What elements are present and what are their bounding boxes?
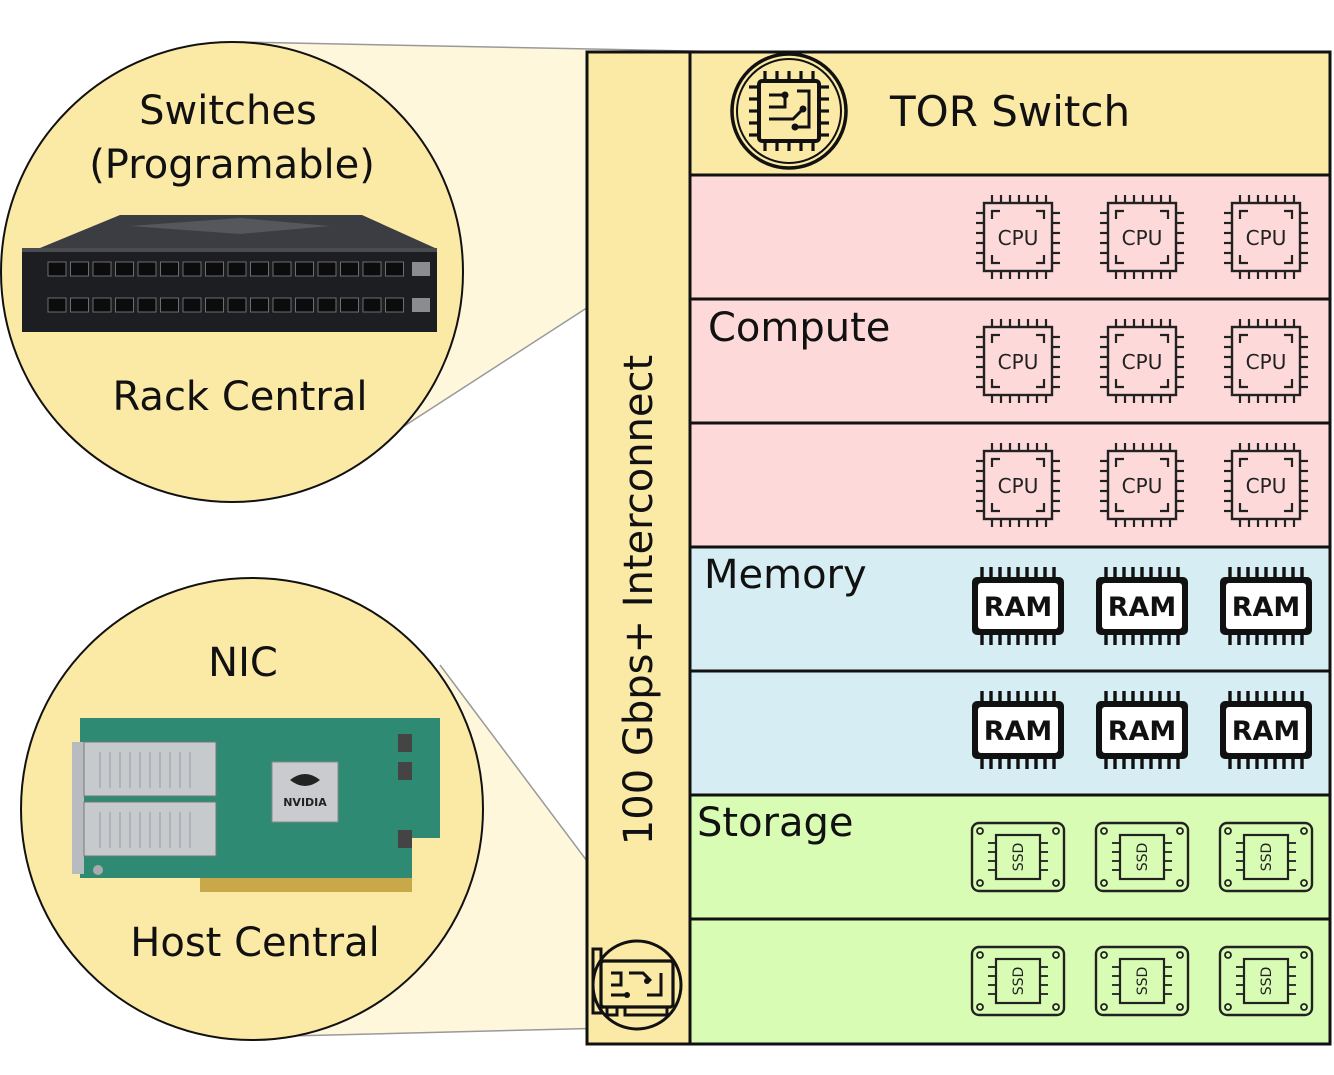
switch-port: [295, 297, 314, 313]
ssd-chip-icon: SSD: [1094, 821, 1190, 893]
cpu-chip-icon: CPU: [1222, 317, 1310, 405]
switch-port: [250, 261, 269, 277]
switch-port: [340, 297, 359, 313]
ram-chip-label: RAM: [1108, 716, 1177, 747]
switch-port: [70, 297, 89, 313]
nic-callout-caption: Host Central: [130, 920, 379, 966]
cpu-chip-label: CPU: [1246, 350, 1287, 374]
network-card-icon: [591, 939, 683, 1031]
switch-port: [317, 297, 337, 313]
cpu-chip-label: CPU: [998, 350, 1039, 374]
cpu-chip-icon: CPU: [974, 317, 1062, 405]
switch-port: [205, 297, 224, 313]
cpu-chip-icon: CPU: [974, 193, 1062, 281]
ram-chip-label: RAM: [984, 716, 1053, 747]
nic-callout-title: NIC: [208, 640, 278, 686]
cpu-chip-icon: CPU: [1222, 441, 1310, 529]
switch-port: [362, 297, 382, 313]
ram-chip-icon: RAM: [1094, 689, 1190, 771]
cpu-chip-label: CPU: [998, 226, 1039, 250]
ssd-chip-label: SSD: [1011, 843, 1027, 872]
storage-label: Storage: [697, 800, 854, 846]
ssd-chip-label: SSD: [1259, 967, 1275, 996]
ram-chip-label: RAM: [1232, 592, 1301, 623]
rack: [585, 50, 1332, 1046]
switch-callout-caption: Rack Central: [113, 374, 368, 420]
ssd-chip-icon: SSD: [1094, 945, 1190, 1017]
ram-chip-icon: RAM: [1218, 565, 1314, 647]
switch-port: [205, 261, 224, 277]
ssd-chip-label: SSD: [1011, 967, 1027, 996]
ssd-chip-icon: SSD: [970, 945, 1066, 1017]
switch-port: [295, 261, 314, 277]
ram-chip-label: RAM: [984, 592, 1053, 623]
ram-chip-icon: RAM: [970, 689, 1066, 771]
switch-port: [250, 297, 269, 313]
nic-card-image: NVIDIA: [72, 718, 440, 892]
memory-label: Memory: [704, 552, 867, 598]
ssd-chip-label: SSD: [1259, 843, 1275, 872]
switch-port: [182, 297, 202, 313]
switch-port: [182, 261, 202, 277]
switch-port: [137, 261, 157, 277]
switch-port: [92, 297, 112, 313]
cpu-chip-icon: CPU: [974, 441, 1062, 529]
switch-port: [115, 261, 134, 277]
switch-port: [385, 261, 404, 277]
rack-switch-image: [22, 215, 437, 332]
switch-port: [317, 261, 337, 277]
ram-chip-icon: RAM: [1218, 689, 1314, 771]
nic-callout: NIC NVIDIA: [20, 577, 484, 1041]
cpu-chip-label: CPU: [1122, 474, 1163, 498]
switch-port: [70, 261, 89, 277]
switch-port: [160, 297, 179, 313]
switch-port: [160, 261, 179, 277]
ssd-chip-label: SSD: [1135, 843, 1151, 872]
switch-callout: Switches (Programable) Rack Central: [0, 41, 464, 503]
storage-row: [688, 917, 1332, 1046]
cpu-chip-label: CPU: [1246, 474, 1287, 498]
switch-port: [47, 297, 67, 313]
switch-port: [340, 261, 359, 277]
switch-port: [272, 261, 292, 277]
switch-callout-title-line2: (Programable): [89, 142, 375, 188]
chip-grid: CPU CPU CPU CPU CPU CPU CPU CPU CPU RAM RAM RAM RAM R…: [970, 193, 1314, 1017]
cpu-chip-label: CPU: [1122, 226, 1163, 250]
cpu-chip-label: CPU: [998, 474, 1039, 498]
interconnect-bar: [585, 50, 692, 1046]
ram-chip-label: RAM: [1232, 716, 1301, 747]
switch-port: [272, 297, 292, 313]
tor-switch-label: TOR Switch: [889, 87, 1130, 136]
switch-port: [92, 261, 112, 277]
nic-brand-text: NVIDIA: [283, 796, 327, 809]
switch-port: [115, 297, 134, 313]
ram-chip-icon: RAM: [1094, 565, 1190, 647]
cpu-chip-label: CPU: [1122, 350, 1163, 374]
cpu-chip-icon: CPU: [1222, 193, 1310, 281]
ram-chip-icon: RAM: [970, 565, 1066, 647]
switch-port: [362, 261, 382, 277]
switch-ports: [47, 261, 404, 313]
switch-port: [137, 297, 157, 313]
cpu-chip-icon: CPU: [1098, 317, 1186, 405]
compute-label: Compute: [708, 305, 890, 351]
switch-callout-title-line1: Switches: [139, 88, 317, 134]
switch-port: [227, 261, 247, 277]
interconnect-label: 100 Gbps+ Interconnect: [616, 355, 662, 845]
ssd-chip-icon: SSD: [970, 821, 1066, 893]
switch-port: [385, 297, 404, 313]
cpu-chip-label: CPU: [1246, 226, 1287, 250]
circuit-chip-icon: [730, 52, 848, 170]
ssd-chip-label: SSD: [1135, 967, 1151, 996]
ram-chip-label: RAM: [1108, 592, 1177, 623]
ssd-chip-icon: SSD: [1218, 945, 1314, 1017]
cpu-chip-icon: CPU: [1098, 193, 1186, 281]
cpu-chip-icon: CPU: [1098, 441, 1186, 529]
switch-port: [47, 261, 67, 277]
switch-port: [227, 297, 247, 313]
ssd-chip-icon: SSD: [1218, 821, 1314, 893]
